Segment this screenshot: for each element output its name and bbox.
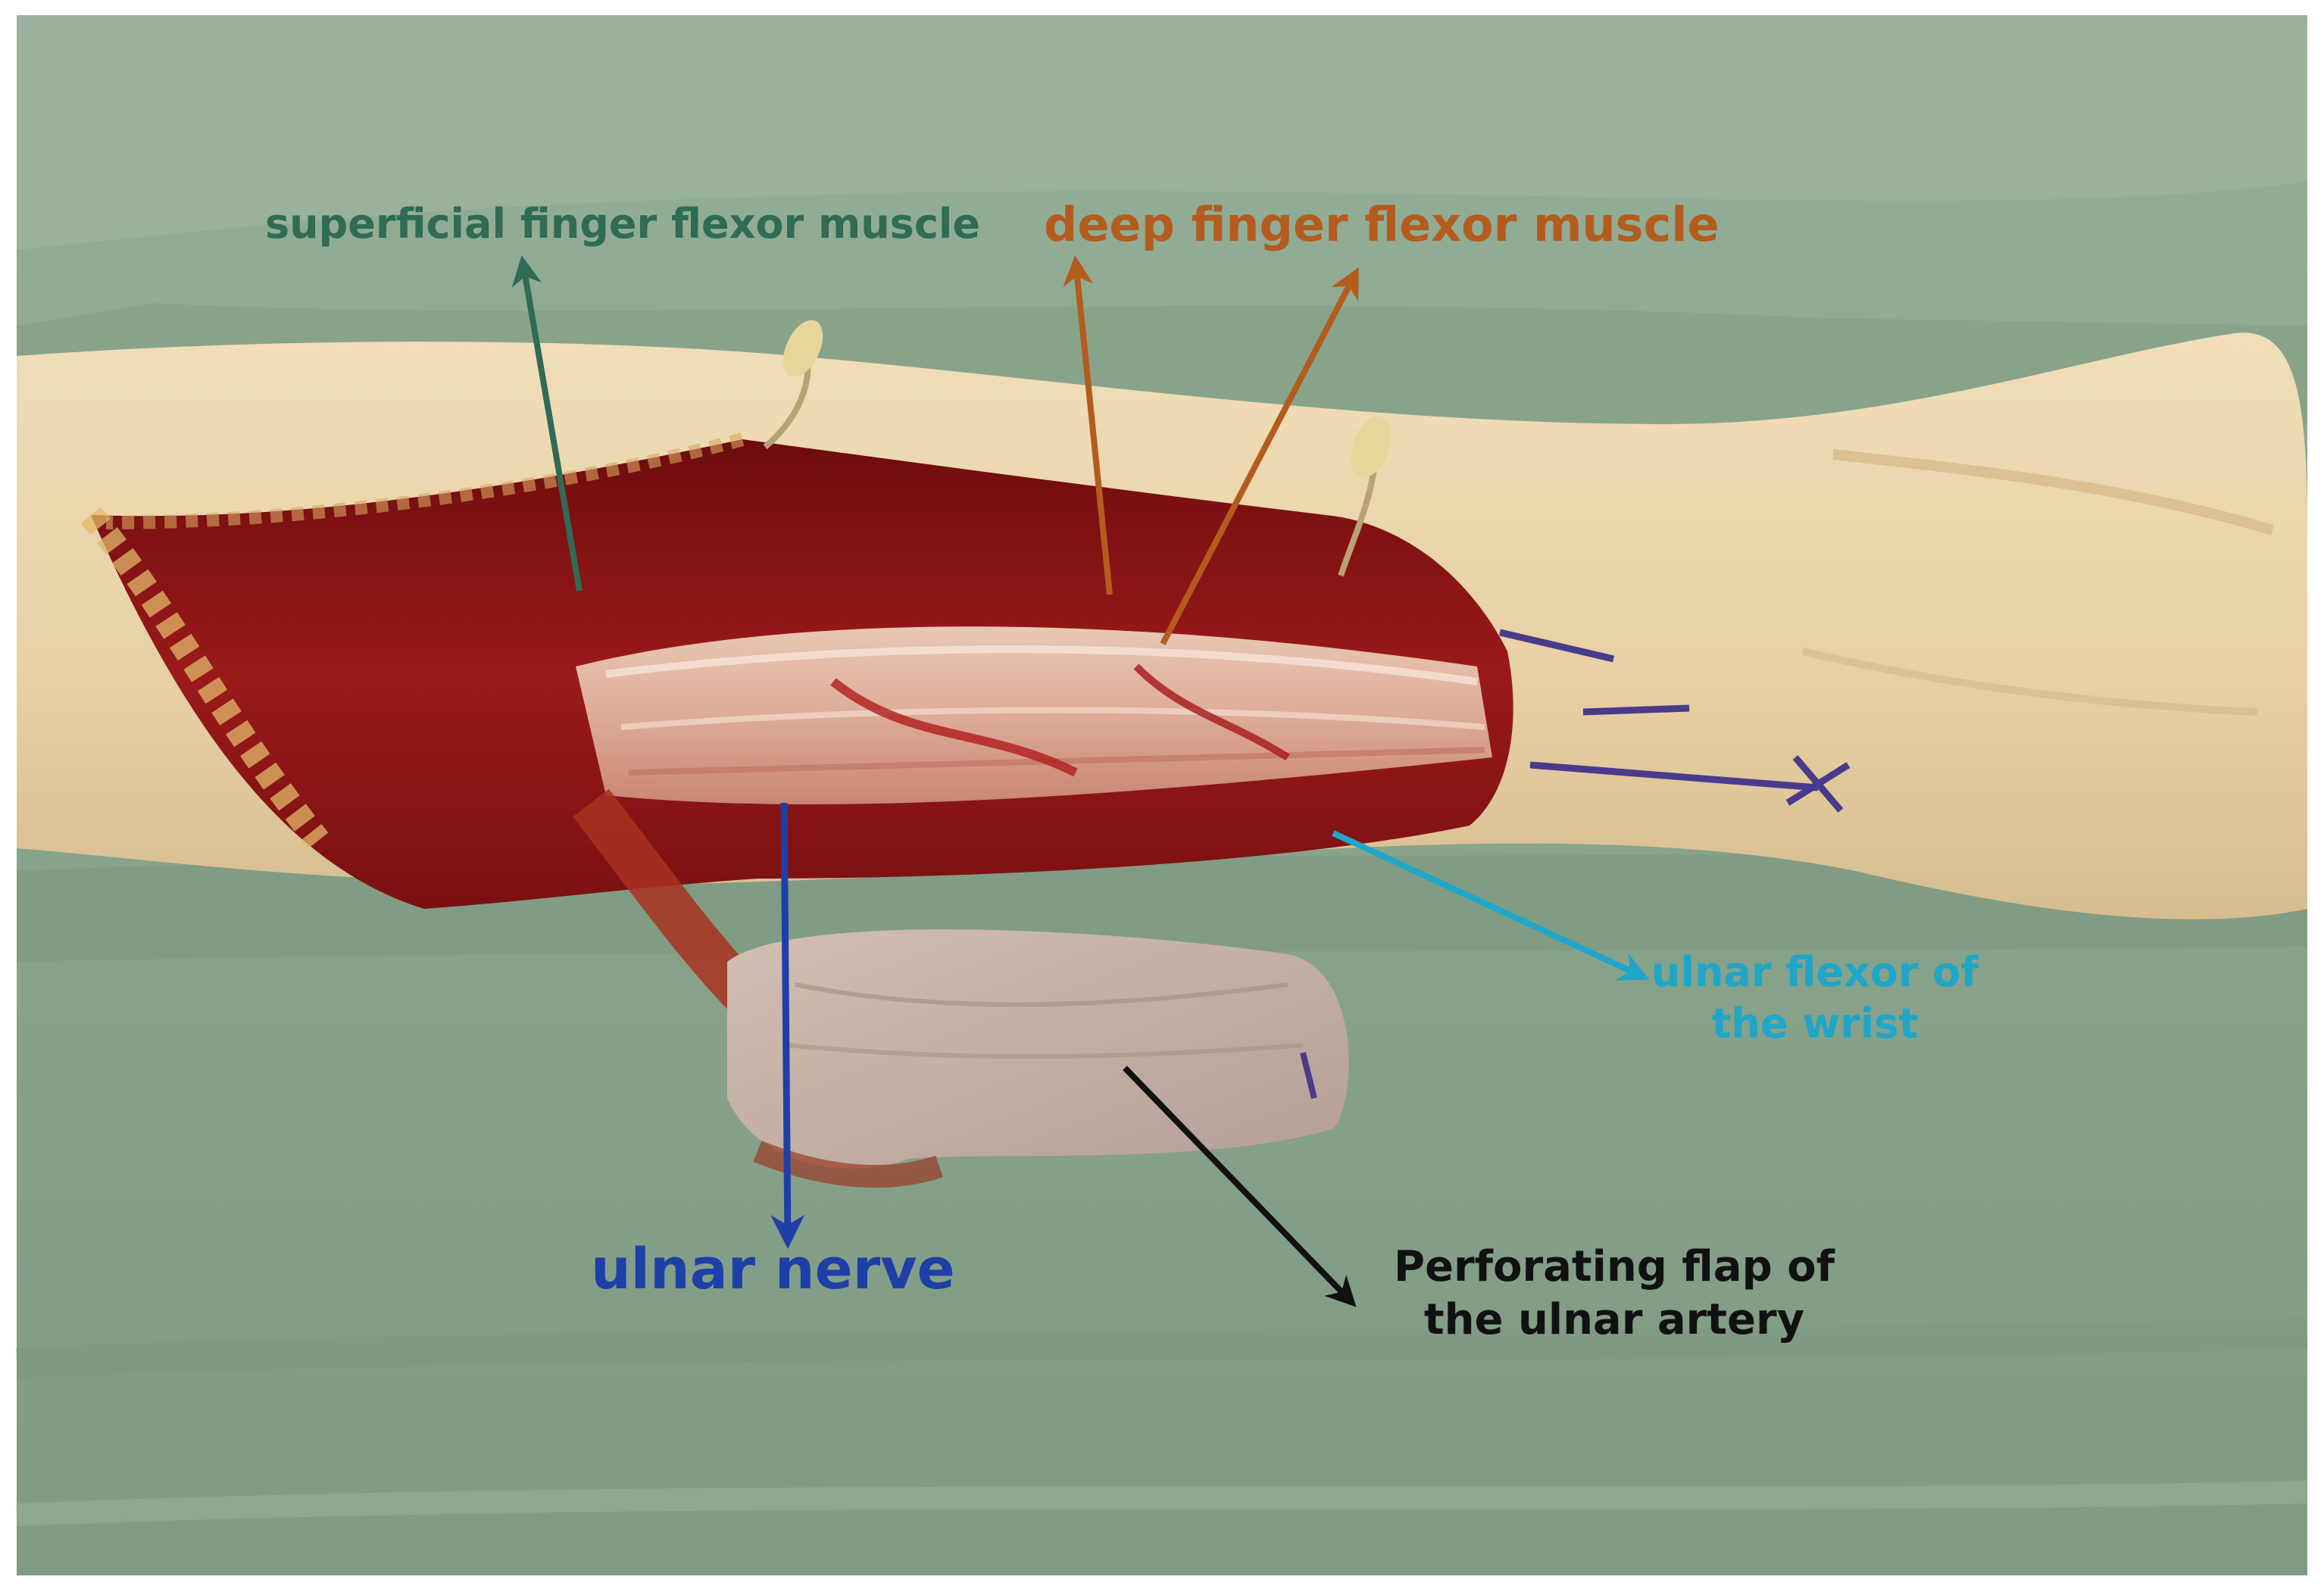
perforator-flap (727, 929, 1349, 1169)
label-ulnar-flexor-of-wrist: ulnar flexor of the wrist (1651, 947, 1979, 1049)
label-ulnar-flexor-line2: the wrist (1711, 999, 1919, 1047)
label-perforating-flap: Perforating flap of the ulnar artery (1394, 1241, 1835, 1347)
label-superficial-finger-flexor: superficial finger flexor muscle (265, 200, 980, 248)
label-deep-finger-flexor: deep finger flexor muscle (1044, 197, 1720, 252)
flexor-tendons (576, 626, 1492, 804)
arrow-ulnar-nerve (770, 802, 805, 1249)
label-ulnar-nerve: ulnar nerve (591, 1237, 955, 1302)
arrow-perforating-flap (1123, 1066, 1357, 1307)
label-flap-line2: the ulnar artery (1423, 1295, 1805, 1344)
label-flap-line1: Perforating flap of (1394, 1242, 1835, 1291)
arrow-ulnar-flexor-of-wrist (1332, 830, 1650, 981)
arrow-superficial-finger-flexor (511, 255, 583, 592)
label-ulnar-flexor-line1: ulnar flexor of (1651, 948, 1979, 996)
arrow-deep-finger-flexor-1 (1063, 255, 1113, 595)
arrow-deep-finger-flexor-2 (1160, 267, 1359, 645)
